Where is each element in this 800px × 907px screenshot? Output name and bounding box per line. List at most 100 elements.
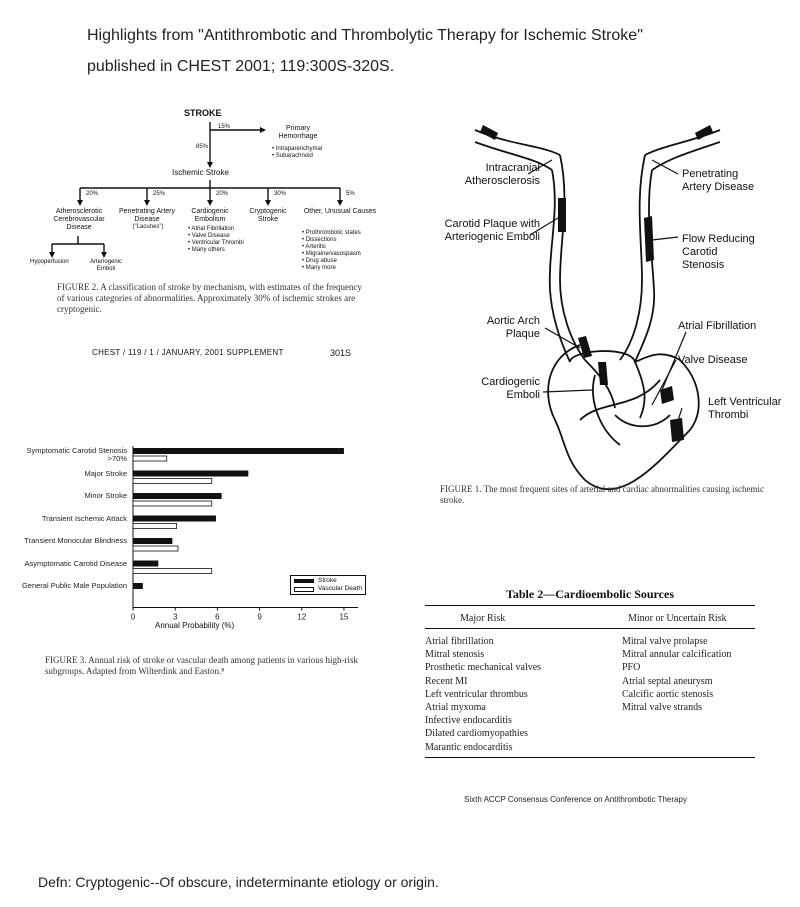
cat-3-item-2: • Valve Disease bbox=[188, 233, 230, 239]
bar-category-label: Symptomatic Carotid Stenosis >70% bbox=[26, 446, 127, 463]
major-risk-item: Infective endocarditis bbox=[425, 715, 512, 727]
bar-category-label: Major Stroke bbox=[84, 468, 127, 478]
cat-5-item-5: • Drug abuse bbox=[302, 258, 337, 264]
major-risk-item: Marantic endocarditis bbox=[425, 741, 513, 753]
header-line-2: published in CHEST 2001; 119:300S-320S. bbox=[87, 58, 395, 75]
stroke-bar bbox=[133, 493, 222, 499]
journal-page: 301S bbox=[330, 348, 352, 358]
ischemic-node: Ischemic Stroke bbox=[172, 168, 229, 177]
label-carotid-plaque: Carotid Plaque with Arteriogenic Emboli bbox=[444, 218, 540, 243]
legend-label-vascular-death: Vascular Death bbox=[318, 585, 362, 592]
minor-risk-item: Mitral annular calcification bbox=[622, 649, 732, 661]
cat-4-label: Cryptogenic Stroke bbox=[249, 208, 287, 223]
label-flow-reducing-stenosis: Flow Reducing Carotid Stenosis bbox=[682, 233, 755, 271]
legend-item-vascular-death: Vascular Death bbox=[294, 585, 362, 593]
stroke-bar bbox=[133, 560, 159, 567]
definition-text: Defn: Cryptogenic--Of obscure, indetermi… bbox=[38, 874, 439, 890]
major-risk-item: Mitral stenosis bbox=[425, 649, 485, 661]
stroke-bar bbox=[133, 448, 344, 454]
x-tick-label: 6 bbox=[215, 613, 220, 622]
cat-2-item-1: ("Lacunes") bbox=[132, 224, 164, 230]
stroke-bar bbox=[133, 538, 173, 544]
label-cardiogenic-emboli: Cardiogenic Emboli bbox=[481, 376, 540, 401]
cat-5-item-2: • Dissections bbox=[302, 237, 337, 243]
minor-risk-item: Atrial septal aneurysm bbox=[622, 675, 713, 687]
stroke-classification-flowchart: STROKE 15% 85% Primary Hemorrhage • Intr… bbox=[0, 100, 400, 370]
table-title: Table 2—Cardioembolic Sources bbox=[505, 587, 674, 601]
vascular-death-bar bbox=[132, 523, 177, 529]
table-header-rule bbox=[425, 628, 755, 629]
cat-2-label: Penetrating Artery Disease bbox=[118, 208, 176, 223]
table-bottom-rule bbox=[425, 757, 755, 758]
vascular-death-bar bbox=[132, 568, 213, 574]
major-risk-item: Prosthetic mechanical valves bbox=[425, 662, 542, 674]
table-major-list: Atrial fibrillation Mitral stenosis Pros… bbox=[425, 635, 541, 754]
anatomy-figure: Intracranial Atherosclerosis Penetrating… bbox=[420, 100, 800, 520]
cat-3-item-3: • Ventricular Thrombi bbox=[188, 240, 244, 246]
header-line-1: Highlights from "Antithrombotic and Thro… bbox=[87, 27, 643, 44]
sub-hypoperfusion: Hypoperfusion bbox=[30, 259, 69, 265]
bar-category-label: Minor Stroke bbox=[84, 491, 127, 500]
stroke-bar bbox=[133, 515, 216, 522]
chart-caption: FIGURE 3. Annual risk of stroke or vascu… bbox=[45, 655, 358, 676]
legend-item-stroke: Stroke bbox=[294, 577, 362, 585]
minor-risk-item: PFO bbox=[622, 662, 641, 674]
x-tick-label: 12 bbox=[297, 613, 306, 622]
bar-category-label: General Public Male Population bbox=[21, 581, 127, 590]
minor-risk-item: Mitral valve prolapse bbox=[622, 636, 708, 647]
legend-label-stroke: Stroke bbox=[318, 577, 337, 584]
label-aortic-arch-plaque: Aortic Arch Plaque bbox=[486, 315, 540, 340]
cat-4-pct: 30% bbox=[274, 191, 287, 197]
chart-x-axis-label: Annual Probability (%) bbox=[155, 621, 235, 630]
cat-3-pct: 20% bbox=[216, 191, 229, 197]
x-tick-label: 15 bbox=[339, 613, 348, 622]
label-atrial-fibrillation: Atrial Fibrillation bbox=[678, 320, 757, 332]
major-risk-item: Recent MI bbox=[425, 675, 468, 687]
cat-5-pct: 5% bbox=[346, 191, 355, 197]
label-intracranial-atherosclerosis: Intracranial Atherosclerosis bbox=[464, 162, 540, 187]
minor-risk-item: Mitral valve strands bbox=[622, 702, 702, 714]
pct-ischemic: 85% bbox=[196, 144, 209, 150]
legend-swatch-vascular-death bbox=[294, 586, 314, 592]
journal-footer: CHEST / 119 / 1 / JANUARY, 2001 SUPPLEME… bbox=[92, 348, 284, 357]
x-tick-label: 0 bbox=[131, 613, 136, 622]
cardioembolic-table: Table 2—Cardioembolic Sources Major Risk… bbox=[420, 585, 760, 815]
flowchart-caption: FIGURE 2. A classification of stroke by … bbox=[57, 282, 362, 314]
cat-3-label: Cardiogenic Embolism bbox=[191, 208, 229, 223]
legend-swatch-stroke bbox=[294, 579, 314, 583]
flowchart-root: STROKE bbox=[184, 108, 222, 118]
anatomy-caption: FIGURE 1. The most frequent sites of art… bbox=[440, 484, 764, 505]
table-col-header-major: Major Risk bbox=[460, 613, 506, 624]
cat-2-pct: 25% bbox=[153, 191, 166, 197]
label-valve-disease: Valve Disease bbox=[678, 354, 748, 366]
cat-5-item-6: • Many more bbox=[302, 265, 336, 271]
flowchart-connectors bbox=[49, 122, 343, 258]
bar-category-label: Transient Ischemic Attack bbox=[41, 513, 127, 523]
table-minor-list: Mitral valve prolapse Mitral annular cal… bbox=[622, 635, 731, 714]
stroke-bar bbox=[133, 470, 249, 477]
bar-chart-plot: 0 3 6 9 12 15 bbox=[131, 446, 358, 622]
x-tick-label: 3 bbox=[173, 613, 178, 622]
anatomy-illustration bbox=[474, 125, 721, 491]
table-footer: Sixth ACCP Consensus Conference on Antit… bbox=[464, 795, 687, 804]
cat-5-item-3: • Arteritis bbox=[302, 244, 326, 250]
cat-5-label: Other, Unusual Causes bbox=[303, 208, 377, 215]
major-risk-item: Atrial myxoma bbox=[425, 702, 486, 714]
cat-5-item-1: • Prothrombotic states bbox=[302, 230, 361, 236]
cat-1-pct: 20% bbox=[86, 191, 99, 197]
bar-category-label: Asymptomatic Carotid Disease bbox=[24, 558, 127, 568]
sub-arteriogenic-emboli: Arteriogenic Emboli bbox=[89, 259, 122, 272]
x-tick-label: 9 bbox=[257, 613, 262, 622]
vascular-death-bar bbox=[132, 500, 213, 507]
label-penetrating-artery-disease: Penetrating Artery Disease bbox=[682, 168, 755, 193]
pct-hemorrhage: 15% bbox=[218, 124, 231, 130]
cat-3-item-1: • Atrial Fibrillation bbox=[188, 226, 235, 232]
risk-bar-chart: Symptomatic Carotid Stenosis >70% Major S… bbox=[15, 440, 400, 700]
bar-category-label: Transient Monocular Blindness bbox=[24, 536, 127, 545]
vascular-death-bar bbox=[132, 455, 168, 462]
major-risk-item: Left ventricular thrombus bbox=[425, 688, 528, 700]
table-col-header-minor: Minor or Uncertain Risk bbox=[628, 613, 727, 624]
hemorrhage-sub-2: • Subarachnoid bbox=[272, 153, 313, 159]
hemorrhage-sub-1: • Intraparenchymal bbox=[272, 146, 323, 152]
label-lv-thrombi: Left Ventricular Thrombi bbox=[708, 396, 782, 421]
